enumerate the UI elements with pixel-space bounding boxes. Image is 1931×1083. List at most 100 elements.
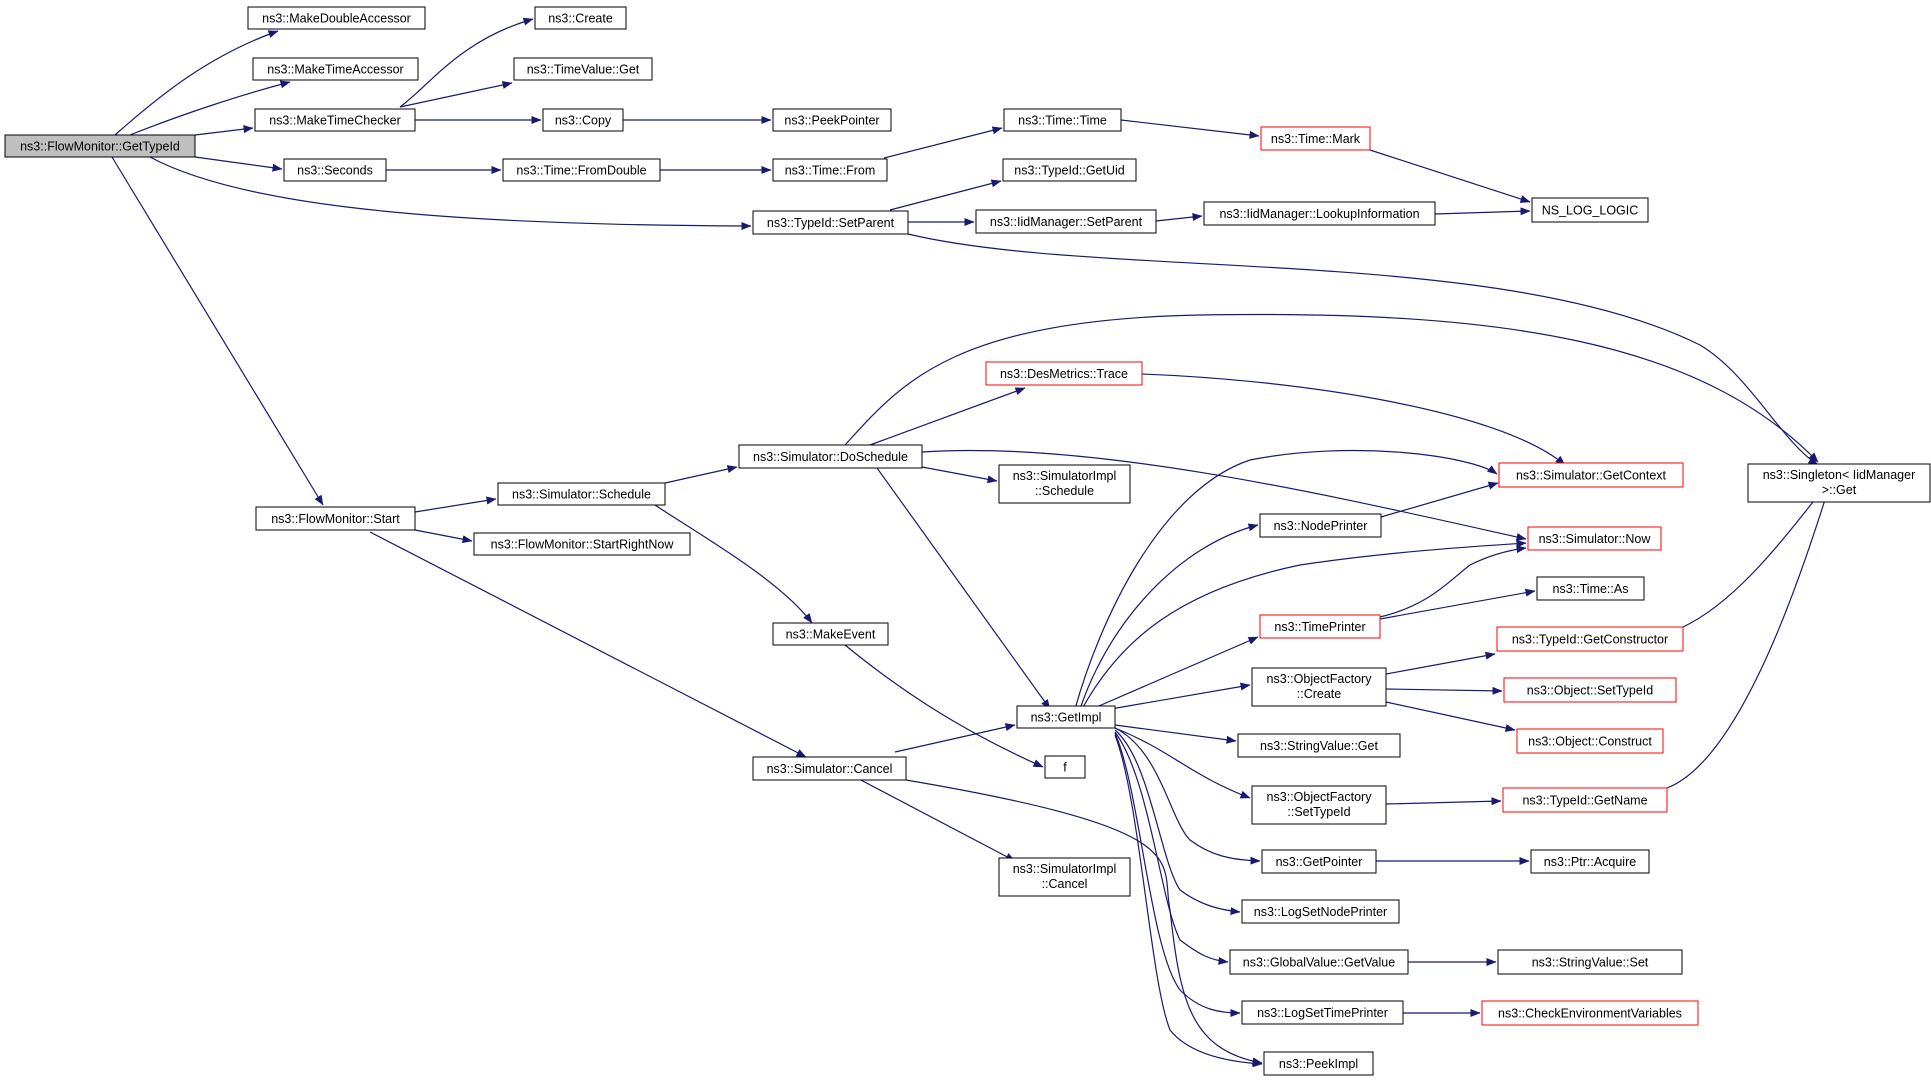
node-makeevent[interactable]: ns3::MakeEvent bbox=[772, 622, 889, 646]
node-nodeprinter[interactable]: ns3::NodePrinter bbox=[1259, 513, 1382, 538]
edge-start-simcancel bbox=[369, 531, 807, 758]
node-simulator-doschedule[interactable]: ns3::Simulator::DoSchedule bbox=[738, 444, 923, 469]
node-objectfactory-settypeid[interactable]: ns3::ObjectFactory ::SetTypeId bbox=[1251, 785, 1387, 825]
node-makedoubleaccessor[interactable]: ns3::MakeDoubleAccessor bbox=[247, 6, 426, 30]
node-label: ns3::MakeTimeAccessor bbox=[267, 63, 403, 77]
node-label: ns3::GlobalValue::GetValue bbox=[1243, 956, 1395, 970]
edge-timefrom-timetime bbox=[883, 126, 1003, 159]
node-desmetrics-trace[interactable]: ns3::DesMetrics::Trace bbox=[985, 361, 1143, 386]
node-label: ns3::ObjectFactory bbox=[1267, 790, 1373, 804]
node-singleton-get[interactable]: ns3::Singleton< IidManager >::Get bbox=[1747, 463, 1931, 503]
edge-timemark-nsloglogic bbox=[1369, 149, 1531, 203]
node-label: ns3::FlowMonitor::Start bbox=[271, 512, 400, 526]
node-time-from[interactable]: ns3::Time::From bbox=[772, 158, 888, 182]
node-time-as[interactable]: ns3::Time::As bbox=[1536, 576, 1645, 601]
node-label: ns3::Time::Time bbox=[1018, 114, 1107, 128]
node-flowmonitor-startrightnow[interactable]: ns3::FlowMonitor::StartRightNow bbox=[473, 532, 691, 556]
edge-doschedule-implschedule bbox=[921, 466, 998, 484]
node-create[interactable]: ns3::Create bbox=[534, 6, 627, 30]
node-ptr-acquire[interactable]: ns3::Ptr::Acquire bbox=[1530, 849, 1650, 874]
node-copy[interactable]: ns3::Copy bbox=[542, 108, 624, 132]
node-logsetnodeprinter[interactable]: ns3::LogSetNodePrinter bbox=[1241, 899, 1400, 924]
node-layer: ns3::FlowMonitor::GetTypeId ns3::MakeDou… bbox=[4, 6, 1931, 1076]
edge-gettypeid-flowmonitorstart bbox=[111, 156, 324, 506]
node-simulatorimpl-cancel[interactable]: ns3::SimulatorImpl ::Cancel bbox=[998, 857, 1131, 897]
node-label: ns3::StringValue::Set bbox=[1532, 956, 1649, 970]
edge-ofsettypeid-getname bbox=[1385, 797, 1502, 806]
node-iidmanager-lookupinformation[interactable]: ns3::IidManager::LookupInformation bbox=[1203, 201, 1436, 226]
edge-getimpl-ofsettypeid bbox=[1114, 727, 1251, 799]
node-label: ns3::GetImpl bbox=[1031, 711, 1102, 725]
node-time-fromdouble[interactable]: ns3::Time::FromDouble bbox=[502, 158, 661, 182]
node-flowmonitor-gettypeid[interactable]: ns3::FlowMonitor::GetTypeId bbox=[4, 134, 196, 158]
node-label: ns3::PeekPointer bbox=[784, 114, 879, 128]
node-maketimeaccessor[interactable]: ns3::MakeTimeAccessor bbox=[252, 57, 419, 81]
node-simulator-now[interactable]: ns3::Simulator::Now bbox=[1527, 526, 1662, 551]
node-checkenvironmentvariables[interactable]: ns3::CheckEnvironmentVariables bbox=[1481, 1000, 1699, 1026]
node-peekpointer[interactable]: ns3::PeekPointer bbox=[772, 108, 892, 132]
node-label: ns3::TimeValue::Get bbox=[527, 63, 640, 77]
edge-maketimechecker-create bbox=[399, 17, 534, 108]
node-maketimechecker[interactable]: ns3::MakeTimeChecker bbox=[254, 108, 416, 132]
node-peekimpl[interactable]: ns3::PeekImpl bbox=[1263, 1051, 1374, 1076]
node-typeid-getconstructor[interactable]: ns3::TypeId::GetConstructor bbox=[1496, 626, 1684, 652]
edge-getimpl-timeprinter bbox=[1091, 636, 1259, 710]
edge-gettypeid-setparent bbox=[149, 156, 752, 230]
node-label: ns3::LogSetNodePrinter bbox=[1254, 905, 1387, 919]
node-object-construct[interactable]: ns3::Object::Construct bbox=[1516, 728, 1664, 754]
node-stringvalue-get[interactable]: ns3::StringValue::Get bbox=[1237, 733, 1401, 758]
node-objectfactory-create[interactable]: ns3::ObjectFactory ::Create bbox=[1251, 667, 1387, 707]
node-time-mark[interactable]: ns3::Time::Mark bbox=[1260, 126, 1371, 151]
node-timeprinter[interactable]: ns3::TimePrinter bbox=[1259, 614, 1381, 639]
edge-timeprinter-simnow bbox=[1379, 545, 1527, 618]
node-typeid-setparent[interactable]: ns3::TypeId::SetParent bbox=[752, 210, 909, 235]
node-simulatorimpl-schedule[interactable]: ns3::SimulatorImpl ::Schedule bbox=[998, 464, 1131, 504]
node-label: ns3::Singleton< IidManager bbox=[1763, 468, 1916, 482]
edge-start-simschedule bbox=[414, 496, 497, 513]
node-label: ns3::NodePrinter bbox=[1274, 519, 1368, 533]
node-time-time[interactable]: ns3::Time::Time bbox=[1003, 108, 1122, 132]
node-label: ns3::FlowMonitor::StartRightNow bbox=[491, 538, 675, 552]
edge-ofcreate-getconstructor bbox=[1385, 651, 1496, 675]
node-stringvalue-set[interactable]: ns3::StringValue::Set bbox=[1497, 949, 1683, 975]
node-seconds[interactable]: ns3::Seconds bbox=[283, 158, 387, 182]
edge-getimpl-getpointer bbox=[1114, 727, 1261, 865]
node-simulator-schedule[interactable]: ns3::Simulator::Schedule bbox=[497, 482, 666, 506]
node-simulator-cancel[interactable]: ns3::Simulator::Cancel bbox=[752, 756, 907, 781]
node-label: ns3::SimulatorImpl bbox=[1013, 469, 1117, 483]
node-label-line2: ::Schedule bbox=[1035, 484, 1094, 498]
node-globalvalue-getvalue[interactable]: ns3::GlobalValue::GetValue bbox=[1229, 949, 1409, 975]
node-logsettimeprinter[interactable]: ns3::LogSetTimePrinter bbox=[1241, 1000, 1404, 1025]
node-f[interactable]: f bbox=[1044, 755, 1086, 779]
node-getimpl[interactable]: ns3::GetImpl bbox=[1016, 705, 1116, 729]
node-ns-log-logic[interactable]: NS_LOG_LOGIC bbox=[1531, 197, 1649, 223]
edge-getname-singletonget bbox=[1666, 486, 1830, 789]
node-getpointer[interactable]: ns3::GetPointer bbox=[1261, 849, 1377, 874]
node-label-line2: ::Cancel bbox=[1042, 877, 1088, 891]
node-label: ns3::Ptr::Acquire bbox=[1544, 855, 1636, 869]
node-label: ns3::Time::FromDouble bbox=[516, 164, 646, 178]
node-label: ns3::Copy bbox=[555, 114, 612, 128]
node-object-settypeid[interactable]: ns3::Object::SetTypeId bbox=[1503, 677, 1677, 703]
edge-gettypeid-maketimechecker bbox=[194, 125, 254, 136]
edge-getimpl-logsettimeprinter bbox=[1114, 732, 1241, 1017]
node-label: ns3::SimulatorImpl bbox=[1013, 862, 1117, 876]
edge-setparent-getuid bbox=[889, 179, 1002, 211]
node-label: ns3::Time::From bbox=[785, 164, 876, 178]
node-label: ns3::TypeId::GetName bbox=[1522, 794, 1647, 808]
edge-start-startrightnow bbox=[414, 529, 473, 544]
node-timevalue-get[interactable]: ns3::TimeValue::Get bbox=[513, 57, 653, 81]
edge-simcancel-implcancel bbox=[856, 777, 1016, 862]
node-simulator-getcontext[interactable]: ns3::Simulator::GetContext bbox=[1498, 462, 1684, 488]
node-label: ns3::PeekImpl bbox=[1279, 1057, 1358, 1071]
node-typeid-getname[interactable]: ns3::TypeId::GetName bbox=[1502, 787, 1668, 813]
edge-getimpl-nodeprinter bbox=[1079, 523, 1259, 710]
node-flowmonitor-start[interactable]: ns3::FlowMonitor::Start bbox=[255, 506, 416, 531]
node-iidmanager-setparent[interactable]: ns3::IidManager::SetParent bbox=[975, 209, 1157, 234]
edge-simschedule-makeevent bbox=[654, 504, 813, 624]
node-typeid-getuid[interactable]: ns3::TypeId::GetUid bbox=[1002, 158, 1137, 182]
node-label: f bbox=[1063, 761, 1067, 775]
node-label: ns3::Time::Mark bbox=[1271, 132, 1361, 146]
edge-ofcreate-objsettypeid bbox=[1385, 686, 1503, 695]
node-label: ns3::Simulator::Now bbox=[1539, 532, 1652, 546]
